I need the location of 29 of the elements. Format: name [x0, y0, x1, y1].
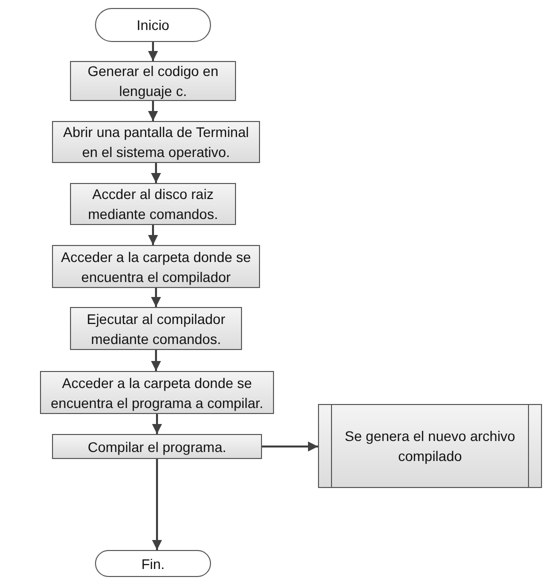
node-text: Abrir una pantalla de Terminal en el sistema operativo.: [62, 123, 250, 162]
arrow: [151, 350, 161, 371]
node-text: Generar el codigo en lenguaje c.: [86, 62, 220, 101]
arrow: [152, 459, 162, 550]
node-text: Ejecutar al compilador mediante comandos.: [86, 310, 226, 348]
terminal-shape: [95, 8, 211, 42]
node-text: Acceder a la carpeta donde se encuentra el compilador: [60, 248, 252, 286]
predefined-process-box: [318, 404, 542, 488]
node-text: Inicio: [136, 16, 170, 35]
arrow: [151, 163, 161, 183]
node-text: Accder al disco raiz mediante comandos.: [87, 185, 219, 224]
process-box: [52, 434, 262, 459]
arrow: [148, 101, 158, 121]
arrow: [262, 442, 318, 452]
node-text: Compilar el programa.: [86, 438, 228, 456]
process-box: [70, 183, 236, 225]
process-box: [70, 307, 242, 350]
arrow: [148, 225, 158, 245]
arrow: [152, 414, 162, 434]
arrow: [148, 42, 158, 61]
process-box: [52, 121, 260, 163]
node-text: Acceder a la carpeta donde se encuentra el programa a compilar.: [50, 374, 264, 412]
process-box: [40, 371, 274, 414]
arrow: [151, 288, 161, 307]
node-text: Fin.: [140, 554, 166, 574]
terminal-shape: [95, 550, 211, 577]
process-box: [70, 61, 236, 101]
node-text: Se genera el nuevo archivo compilado: [344, 427, 516, 466]
process-box: [52, 245, 260, 288]
